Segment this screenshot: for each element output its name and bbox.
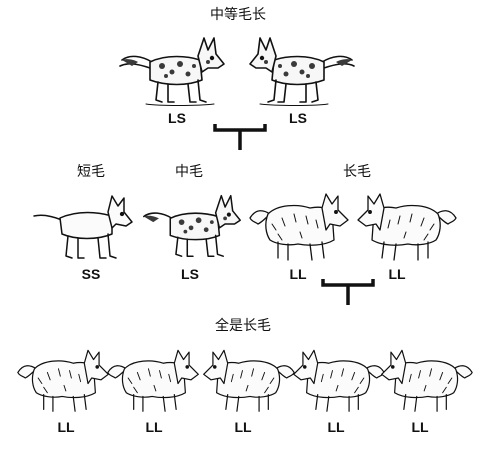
genotype-label: LL [57, 419, 75, 435]
genotype-label: LL [388, 266, 406, 282]
long-coat-dog-icon [17, 349, 109, 412]
genotype-label: LL [289, 266, 307, 282]
generation-3-title: 全是长毛 [215, 318, 271, 334]
genotype-label: LS [168, 110, 186, 126]
long-coat-dog-icon [381, 349, 473, 412]
medium-coat-dog-icon [119, 37, 225, 106]
generation-1-title: 中等毛长 [210, 7, 266, 23]
genotype-label: LL [411, 419, 429, 435]
long-coat-dog-icon [107, 349, 199, 412]
short-coat-label: 短毛 [77, 164, 105, 180]
cross-bracket-icon [213, 124, 267, 150]
medium-coat-label: 中毛 [175, 164, 203, 180]
genotype-label: LS [181, 266, 199, 282]
genotype-label: LL [327, 419, 345, 435]
short-coat-dog-icon [33, 195, 133, 259]
genotype-label: SS [81, 266, 101, 282]
medium-coat-dog-icon [143, 194, 241, 257]
long-coat-label: 长毛 [343, 164, 371, 180]
long-coat-dog-icon [203, 349, 295, 412]
genotype-label: LS [289, 110, 307, 126]
genotype-label: LL [234, 419, 252, 435]
long-coat-dog-icon [357, 193, 457, 261]
medium-coat-dog-icon [249, 37, 355, 106]
cross-bracket-icon [321, 279, 375, 305]
genotype-label: LL [145, 419, 163, 435]
long-coat-dog-icon [293, 349, 385, 412]
long-coat-dog-icon [249, 193, 349, 261]
